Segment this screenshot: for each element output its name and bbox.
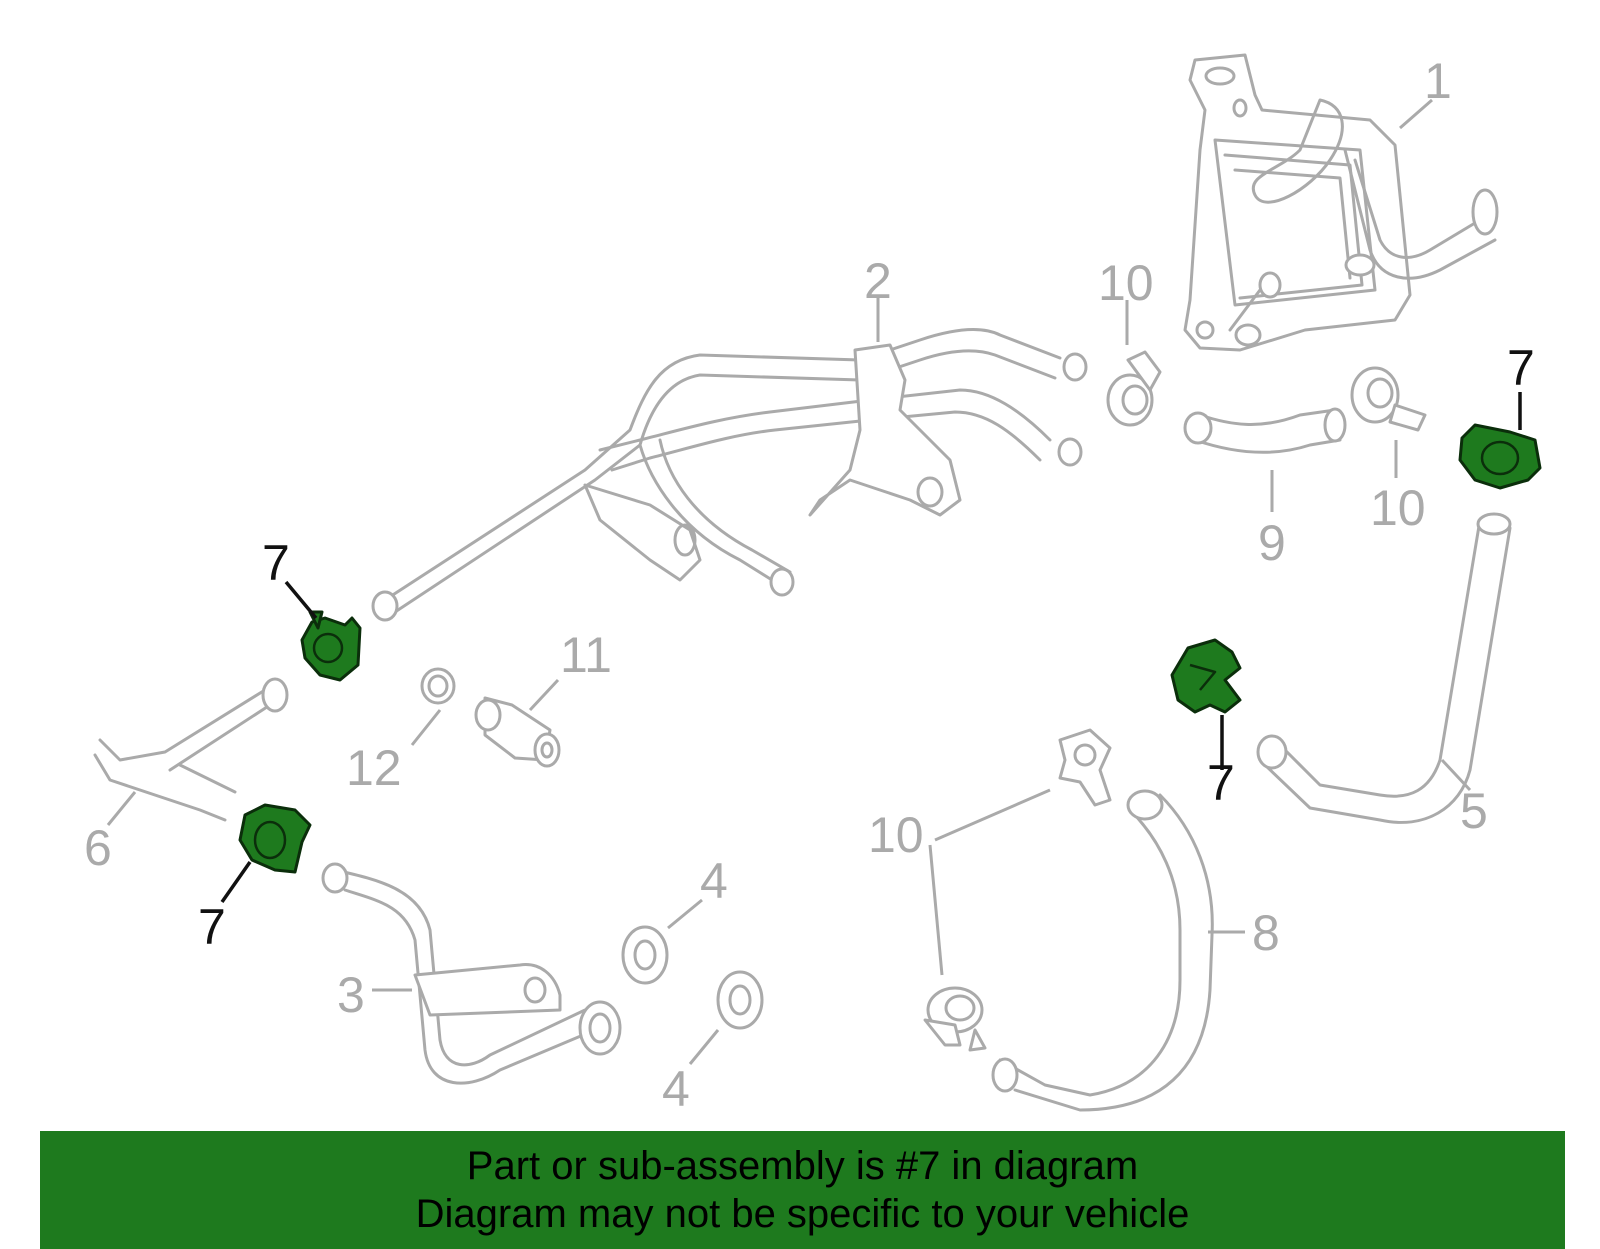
leader-7a [284,580,318,620]
callout-7c: 7 [1207,755,1235,811]
part-7-clamp-c[interactable] [1170,638,1242,714]
callout-4a: 4 [700,853,728,909]
leader-lines [106,98,1472,1065]
part-5-hose [1256,512,1512,824]
callout-7b: 7 [198,899,226,955]
leader-6 [106,791,137,826]
callout-10a: 10 [1098,255,1154,311]
leader-4a [667,898,703,930]
part-7-clamp-b[interactable] [238,803,312,874]
part-8-hose [991,789,1214,1112]
callout-11: 11 [560,627,612,683]
part-11-fitting [474,696,561,768]
callout-10c: 10 [868,807,924,863]
part-3-line [321,862,622,1085]
leader-12 [410,709,442,746]
part-1-oil-cooler [1183,53,1499,352]
banner-line-2: Diagram may not be specific to your vehi… [415,1192,1190,1236]
callout-8: 8 [1252,905,1280,961]
leader-4b [688,1029,720,1065]
leader-11 [528,678,560,712]
callout-7d: 7 [1507,340,1535,396]
part-4-washer-b [716,970,764,1030]
part-10-clamp-a [1106,350,1162,427]
part-12-o-ring [420,667,456,705]
callout-5: 5 [1460,783,1488,839]
callout-6: 6 [84,820,112,876]
part-6-hose [93,677,289,822]
callout-9: 9 [1258,515,1286,571]
part-9-hose [1183,407,1347,454]
leader-5 [1440,758,1472,792]
callout-12: 12 [346,740,402,796]
leader-7b [220,860,252,904]
leader-10c2 [928,844,944,976]
callout-10b: 10 [1370,480,1426,536]
callout-1: 1 [1424,53,1452,109]
leader-10c1 [934,788,1051,842]
leader-1 [1399,98,1433,130]
callout-2: 2 [864,253,892,309]
callout-3: 3 [337,967,365,1023]
part-2-cooler-lines [371,328,1088,622]
callout-7a: 7 [262,535,290,591]
callout-4b: 4 [662,1061,690,1117]
banner-line-1: Part or sub-assembly is #7 in diagram [466,1144,1139,1188]
part-10-clamp-c [1058,728,1112,807]
leader-lines-highlight [220,392,1522,904]
part-7-clamp-d[interactable] [1458,423,1542,490]
part-10-clamp-b [1350,366,1427,432]
info-banner: Part or sub-assembly is #7 in diagram Di… [40,1131,1565,1249]
part-4-washer-a [621,925,669,985]
part-10-clamp-d [923,986,987,1052]
part-7-clamp-a[interactable] [300,610,362,682]
